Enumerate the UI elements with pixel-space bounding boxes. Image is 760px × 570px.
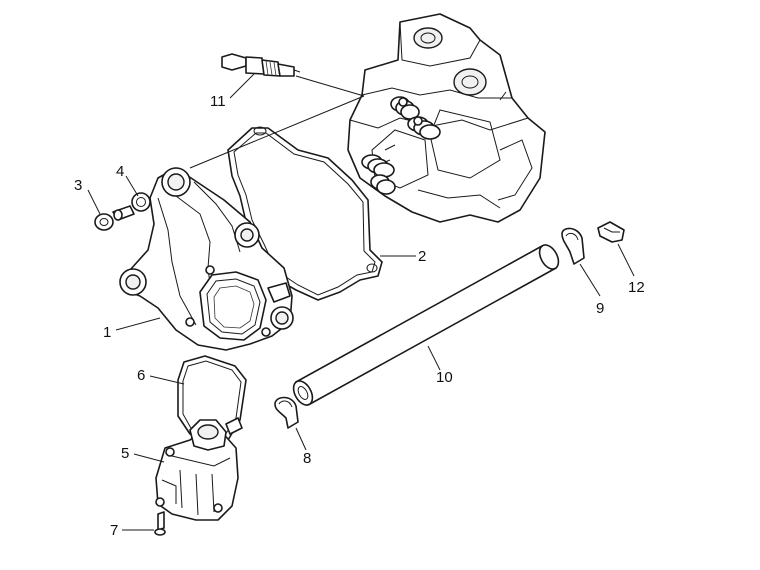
callout-10: 10 bbox=[436, 369, 453, 386]
callout-12: 12 bbox=[628, 279, 645, 296]
callout-3: 3 bbox=[74, 177, 82, 194]
cylinder-head-cover bbox=[119, 167, 294, 351]
cylinder-head bbox=[347, 13, 546, 223]
callout-6: 6 bbox=[137, 367, 145, 384]
lower-hose-clamp bbox=[274, 396, 299, 429]
washer bbox=[131, 192, 151, 212]
leader-lines bbox=[87, 73, 635, 531]
callout-2: 2 bbox=[418, 248, 426, 265]
callout-1: 1 bbox=[103, 324, 111, 341]
blow-by-screw bbox=[154, 511, 166, 536]
callouts: 11 3 4 2 1 6 5 7 8 9 10 12 bbox=[74, 93, 645, 539]
upper-hose-clamp bbox=[561, 227, 585, 265]
breather-hose bbox=[292, 244, 560, 406]
callout-4: 4 bbox=[116, 163, 124, 180]
spring-clip bbox=[597, 221, 625, 243]
callout-7: 7 bbox=[110, 522, 118, 539]
callout-11: 11 bbox=[210, 93, 226, 110]
callout-8: 8 bbox=[303, 450, 311, 467]
spark-plug bbox=[221, 53, 301, 77]
callout-9: 9 bbox=[596, 300, 604, 317]
screw bbox=[94, 205, 135, 231]
blow-by-cover bbox=[155, 417, 243, 521]
callout-5: 5 bbox=[121, 445, 129, 462]
